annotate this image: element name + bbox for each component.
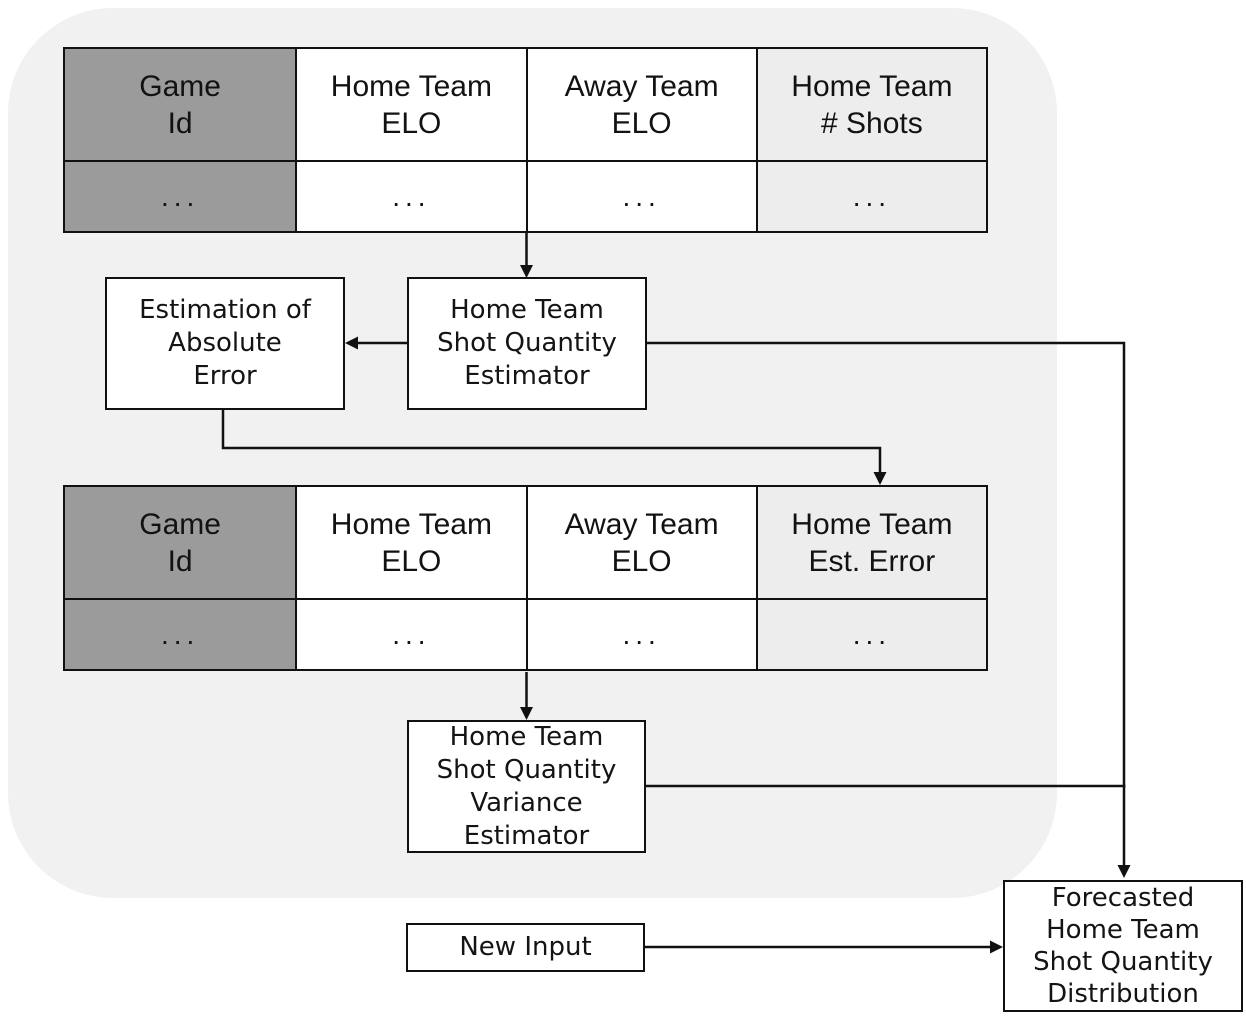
header-cell-home-elo: Home Team ELO — [295, 487, 526, 600]
data-cell-away-elo: ... — [525, 162, 756, 231]
node-label: New Input — [459, 932, 592, 962]
header-cell-home-shots: Home Team # Shots — [755, 49, 986, 162]
data-cell-game-id: ... — [65, 600, 296, 669]
header-cell-game-id: Game Id — [65, 49, 296, 162]
header-cell-away-elo: Away Team ELO — [525, 487, 756, 600]
table-training-data: Game Id Home Team ELO Away Team ELO Home… — [63, 47, 988, 233]
data-cell-home-shots: ... — [755, 162, 986, 231]
node-new-input: New Input — [406, 923, 645, 972]
arrow-new-input-to-forecast — [645, 940, 1003, 954]
data-cell-away-elo: ... — [525, 600, 756, 669]
node-estimation-of-absolute-error: Estimation of Absolute Error — [105, 277, 345, 410]
node-label: Estimation of Absolute Error — [139, 295, 311, 391]
header-cell-game-id: Game Id — [65, 487, 296, 600]
header-cell-away-elo: Away Team ELO — [525, 49, 756, 162]
node-shot-quantity-estimator: Home Team Shot Quantity Estimator — [407, 277, 647, 410]
node-label: Home Team Shot Quantity Variance Estimat… — [436, 721, 617, 851]
data-cell-home-elo: ... — [295, 600, 526, 669]
node-label: Home Team Shot Quantity Estimator — [437, 295, 617, 391]
header-cell-home-elo: Home Team ELO — [295, 49, 526, 162]
header-cell-home-est-error: Home Team Est. Error — [755, 487, 986, 600]
node-label: Forecasted Home Team Shot Quantity Distr… — [1033, 883, 1213, 1009]
node-forecast-distribution: Forecasted Home Team Shot Quantity Distr… — [1003, 880, 1243, 1012]
node-variance-estimator: Home Team Shot Quantity Variance Estimat… — [407, 720, 646, 853]
data-cell-home-elo: ... — [295, 162, 526, 231]
table-estimation-error-data: Game Id Home Team ELO Away Team ELO Home… — [63, 485, 988, 671]
data-cell-home-est-error: ... — [755, 600, 986, 669]
data-cell-game-id: ... — [65, 162, 296, 231]
